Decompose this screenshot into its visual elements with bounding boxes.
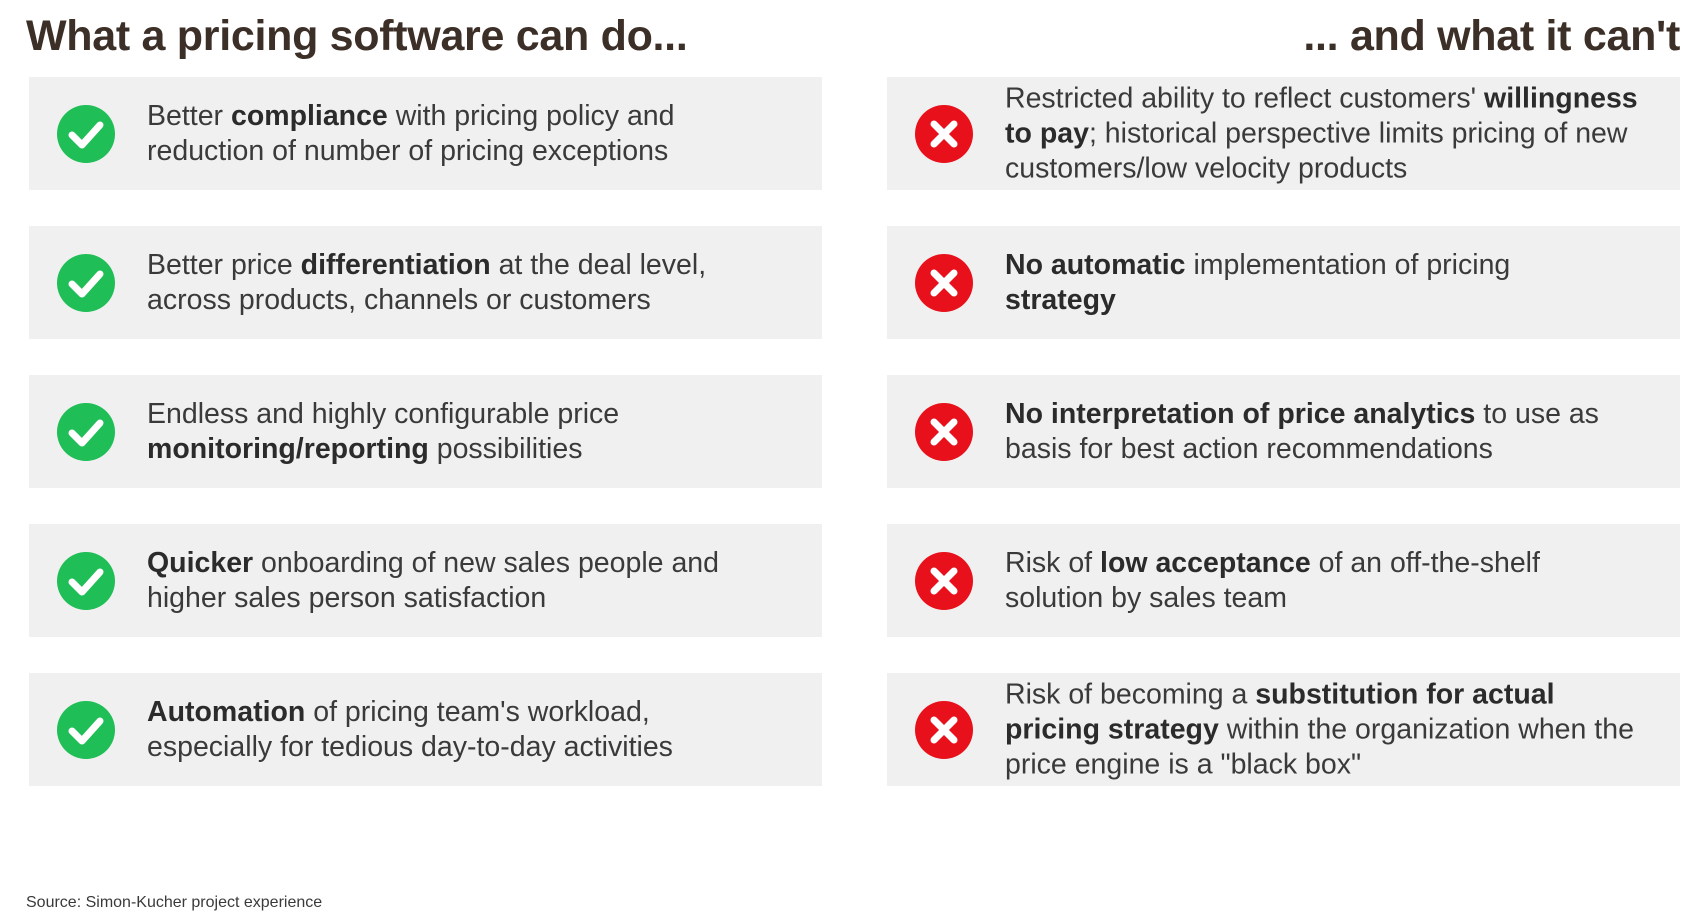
text-line: reduction of number of pricing exception… [147,134,814,169]
cannot-do-item-3: No interpretation of price analytics to … [887,375,1680,488]
item-text: Risk of low acceptance of an off-the-she… [1005,546,1672,616]
text-line: customers/low velocity products [1005,151,1672,186]
text-line: pricing strategy within the organization… [1005,712,1672,747]
item-text: Risk of becoming a substitution for actu… [1005,677,1672,782]
emphasis-text: Quicker [147,546,254,579]
body-text: Risk of becoming a [1005,678,1256,710]
item-text: Restricted ability to reflect customers'… [1005,81,1672,186]
emphasis-text: to pay [1005,117,1089,149]
body-text: especially for tedious day-to-day activi… [147,730,673,763]
cross-icon [915,253,973,312]
body-text: Better [147,99,231,132]
can-do-item-5: Automation of pricing team's workload,es… [29,673,822,786]
text-line: No interpretation of price analytics to … [1005,397,1672,432]
item-text: Automation of pricing team's workload,es… [147,695,814,765]
body-text: solution by sales team [1005,581,1287,614]
body-text: across products, channels or customers [147,283,651,316]
item-text: No interpretation of price analytics to … [1005,397,1672,467]
emphasis-text: strategy [1005,283,1116,316]
text-line: No automatic implementation of pricing [1005,248,1672,283]
text-line: Endless and highly configurable price [147,397,814,432]
body-text: Better price [147,248,301,281]
text-line: higher sales person satisfaction [147,581,814,616]
emphasis-text: monitoring/reporting [147,432,429,465]
body-text: reduction of number of pricing exception… [147,134,669,167]
body-text: customers/low velocity products [1005,152,1408,184]
cannot-do-item-1: Restricted ability to reflect customers'… [887,77,1680,190]
emphasis-text: low acceptance [1100,546,1311,579]
check-icon [57,700,115,759]
cannot-do-list: Restricted ability to reflect customers'… [887,77,1680,822]
body-text: within the organization when the [1218,713,1634,745]
can-do-item-2: Better price differentiation at the deal… [29,226,822,339]
body-text: higher sales person satisfaction [147,581,547,614]
text-line: Risk of low acceptance of an off-the-she… [1005,546,1672,581]
body-text: with pricing policy and [387,99,675,132]
body-text: basis for best action recommendations [1005,432,1493,465]
check-icon [57,551,115,610]
emphasis-text: No interpretation of price analytics [1005,397,1476,430]
text-line: Quicker onboarding of new sales people a… [147,546,814,581]
cross-icon [915,402,973,461]
text-line: to pay; historical perspective limits pr… [1005,116,1672,151]
text-line: monitoring/reporting possibilities [147,432,814,467]
text-line: price engine is a "black box" [1005,747,1672,782]
body-text: onboarding of new sales people and [253,546,719,579]
body-text: Endless and highly configurable price [147,397,620,430]
emphasis-text: willingness [1484,82,1638,114]
check-icon [57,253,115,312]
body-text: price engine is a "black box" [1005,748,1362,780]
text-line: Risk of becoming a substitution for actu… [1005,677,1672,712]
cross-icon [915,700,973,759]
check-icon [57,104,115,163]
text-line: Restricted ability to reflect customers'… [1005,81,1672,116]
item-text: Better compliance with pricing policy an… [147,99,814,169]
heading-cannot-do: ... and what it can't [1303,12,1680,60]
heading-can-do: What a pricing software can do... [26,12,688,60]
item-text: Quicker onboarding of new sales people a… [147,546,814,616]
text-line: Better price differentiation at the deal… [147,248,814,283]
body-text: of pricing team's workload, [305,695,650,728]
emphasis-text: compliance [230,99,388,132]
text-line: strategy [1005,283,1672,318]
cannot-do-item-4: Risk of low acceptance of an off-the-she… [887,524,1680,637]
text-line: basis for best action recommendations [1005,432,1672,467]
body-text: possibilities [428,432,583,465]
emphasis-text: No automatic [1005,248,1186,281]
body-text: at the deal level, [490,248,707,281]
text-line: Automation of pricing team's workload, [147,695,814,730]
check-icon [57,402,115,461]
body-text: implementation of pricing [1185,248,1511,281]
emphasis-text: differentiation [300,248,491,281]
body-text: Risk of [1005,546,1101,579]
text-line: Better compliance with pricing policy an… [147,99,814,134]
can-do-item-1: Better compliance with pricing policy an… [29,77,822,190]
source-note: Source: Simon-Kucher project experience [26,894,323,911]
text-line: across products, channels or customers [147,283,814,318]
body-text: Restricted ability to reflect customers' [1005,82,1485,114]
emphasis-text: Automation [147,695,306,728]
cross-icon [915,104,973,163]
cannot-do-item-5: Risk of becoming a substitution for actu… [887,673,1680,786]
text-line: especially for tedious day-to-day activi… [147,730,814,765]
body-text: to use as [1475,397,1599,430]
body-text: of an off-the-shelf [1310,546,1540,579]
emphasis-text: pricing strategy [1005,713,1219,745]
cross-icon [915,551,973,610]
can-do-item-4: Quicker onboarding of new sales people a… [29,524,822,637]
can-do-list: Better compliance with pricing policy an… [29,77,822,822]
text-line: solution by sales team [1005,581,1672,616]
body-text: ; historical perspective limits pricing … [1088,117,1628,149]
emphasis-text: substitution for actual [1255,678,1555,710]
item-text: Better price differentiation at the deal… [147,248,814,318]
